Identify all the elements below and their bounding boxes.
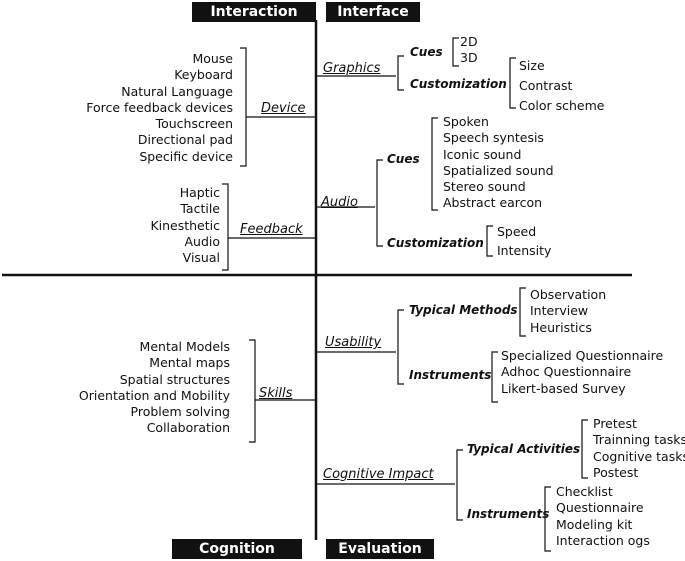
graphics-cues-items: 2D 3D: [460, 34, 478, 67]
typical-methods-items: Observation Interview Heuristics: [530, 287, 606, 336]
audio-customization-label: Customization: [387, 236, 484, 250]
typical-activities-label: Typical Activities: [467, 442, 581, 456]
typical-methods-bracket: [519, 287, 526, 337]
skills-label: Skills: [259, 386, 293, 401]
usability-instrument-item: Adhoc Questionnaire: [501, 364, 632, 380]
typical-methods-label: Typical Methods: [409, 303, 518, 317]
typical-activities-bracket: [581, 419, 588, 479]
graphics-custom-item: Size: [519, 58, 545, 73]
ci-instrument-item: Modeling kit: [556, 516, 633, 532]
device-item: Mouse: [192, 51, 233, 66]
device-item: Keyboard: [174, 67, 233, 83]
graphics-bracket: [397, 55, 404, 91]
graphics-customization-label: Customization: [410, 77, 507, 91]
audio-cue-item: Abstract earcon: [443, 195, 543, 211]
audio-cue-item: Iconic sound: [443, 146, 522, 162]
feedback-label: Feedback: [240, 222, 303, 237]
device-item: Natural Language: [121, 83, 233, 99]
usability-instruments-bracket: [491, 351, 498, 403]
usability-instruments-label: Instruments: [409, 368, 492, 382]
feedback-item: Audio: [184, 233, 220, 249]
typical-activity-item: Trainning tasks: [593, 432, 685, 448]
skill-item: Orientation and Mobility: [78, 387, 230, 403]
device-bracket: [240, 47, 247, 167]
skills-items: Mental Models Mental maps Spatial struct…: [79, 339, 230, 437]
skill-item: Mental Models: [139, 339, 230, 354]
typical-activity-item: Cognitive tasks: [593, 448, 685, 464]
usability-instruments-items: Specialized Questionnaire Adhoc Question…: [501, 348, 663, 397]
typical-activity-item: Postest: [593, 464, 639, 480]
feedback-item: Haptic: [179, 185, 220, 200]
feedback-item: Kinesthetic: [150, 217, 220, 233]
feedback-item: Tactile: [180, 201, 220, 217]
header-interface: Interface: [326, 2, 420, 22]
skill-item: Collaboration: [146, 420, 230, 436]
ci-instrument-item: Checklist: [556, 484, 613, 499]
audio-cues-items: Spoken Speech syntesis Iconic sound Spat…: [443, 114, 554, 212]
audio-custom-items: Speed Intensity: [497, 222, 551, 260]
graphics-cues-bracket: [452, 37, 459, 67]
skill-item: Spatial structures: [119, 371, 230, 387]
audio-cues-bracket: [431, 117, 438, 211]
feedback-bracket: [222, 183, 229, 271]
header-cognition: Cognition: [172, 539, 302, 559]
feedback-item: Visual: [182, 250, 220, 266]
feedback-items: Haptic Tactile Kinesthetic Audio Visual: [150, 185, 220, 266]
typical-activity-item: Pretest: [593, 416, 637, 431]
device-items: Mouse Keyboard Natural Language Force fe…: [86, 51, 233, 165]
device-item: Touchscreen: [155, 116, 233, 132]
graphics-custom-item: Contrast: [519, 78, 573, 93]
graphics-custom-bracket: [509, 57, 516, 109]
typical-method-item: Heuristics: [530, 319, 592, 335]
audio-custom-bracket: [486, 225, 493, 257]
usability-bracket: [397, 309, 404, 385]
graphics-cues-label: Cues: [410, 45, 443, 59]
audio-custom-item: Speed: [497, 224, 537, 239]
typical-activities-items: Pretest Trainning tasks Cognitive tasks …: [593, 416, 685, 481]
graphics-cue-item: 2D: [460, 34, 478, 49]
cognitive-impact-bracket: [456, 449, 463, 521]
typical-method-item: Observation: [530, 287, 607, 302]
audio-cue-item: Spatialized sound: [443, 162, 554, 178]
ci-instrument-item: Questionnaire: [556, 500, 644, 516]
skill-item: Problem solving: [130, 404, 230, 420]
audio-cue-item: Stereo sound: [443, 179, 526, 195]
audio-custom-item: Intensity: [497, 243, 552, 258]
header-interaction: Interaction: [192, 2, 316, 22]
audio-bracket: [376, 159, 383, 247]
ci-instruments-items: Checklist Questionnaire Modeling kit Int…: [556, 484, 650, 549]
graphics-cue-item: 3D: [460, 50, 478, 66]
typical-method-item: Interview: [530, 303, 589, 319]
audio-cues-label: Cues: [387, 152, 420, 166]
audio-cue-item: Speech syntesis: [443, 130, 544, 146]
device-item: Specific device: [139, 148, 233, 164]
graphics-custom-items: Size Contrast Color scheme: [519, 56, 604, 116]
audio-cue-item: Spoken: [443, 114, 489, 129]
skills-bracket: [249, 339, 256, 443]
device-item: Directional pad: [137, 132, 233, 148]
audio-label: Audio: [321, 195, 358, 210]
graphics-custom-item: Color scheme: [519, 98, 605, 113]
device-label: Device: [261, 101, 306, 116]
usability-label: Usability: [325, 335, 382, 350]
usability-instrument-item: Specialized Questionnaire: [501, 348, 664, 363]
header-evaluation: Evaluation: [326, 539, 434, 559]
ci-instrument-item: Interaction ogs: [556, 532, 650, 548]
ci-instruments-label: Instruments: [467, 507, 550, 521]
graphics-label: Graphics: [323, 61, 381, 76]
device-item: Force feedback devices: [86, 99, 233, 115]
usability-instrument-item: Likert-based Survey: [501, 380, 626, 396]
ci-instruments-bracket: [544, 486, 551, 552]
cognitive-impact-label: Cognitive Impact: [323, 467, 434, 482]
skill-item: Mental maps: [149, 355, 230, 371]
